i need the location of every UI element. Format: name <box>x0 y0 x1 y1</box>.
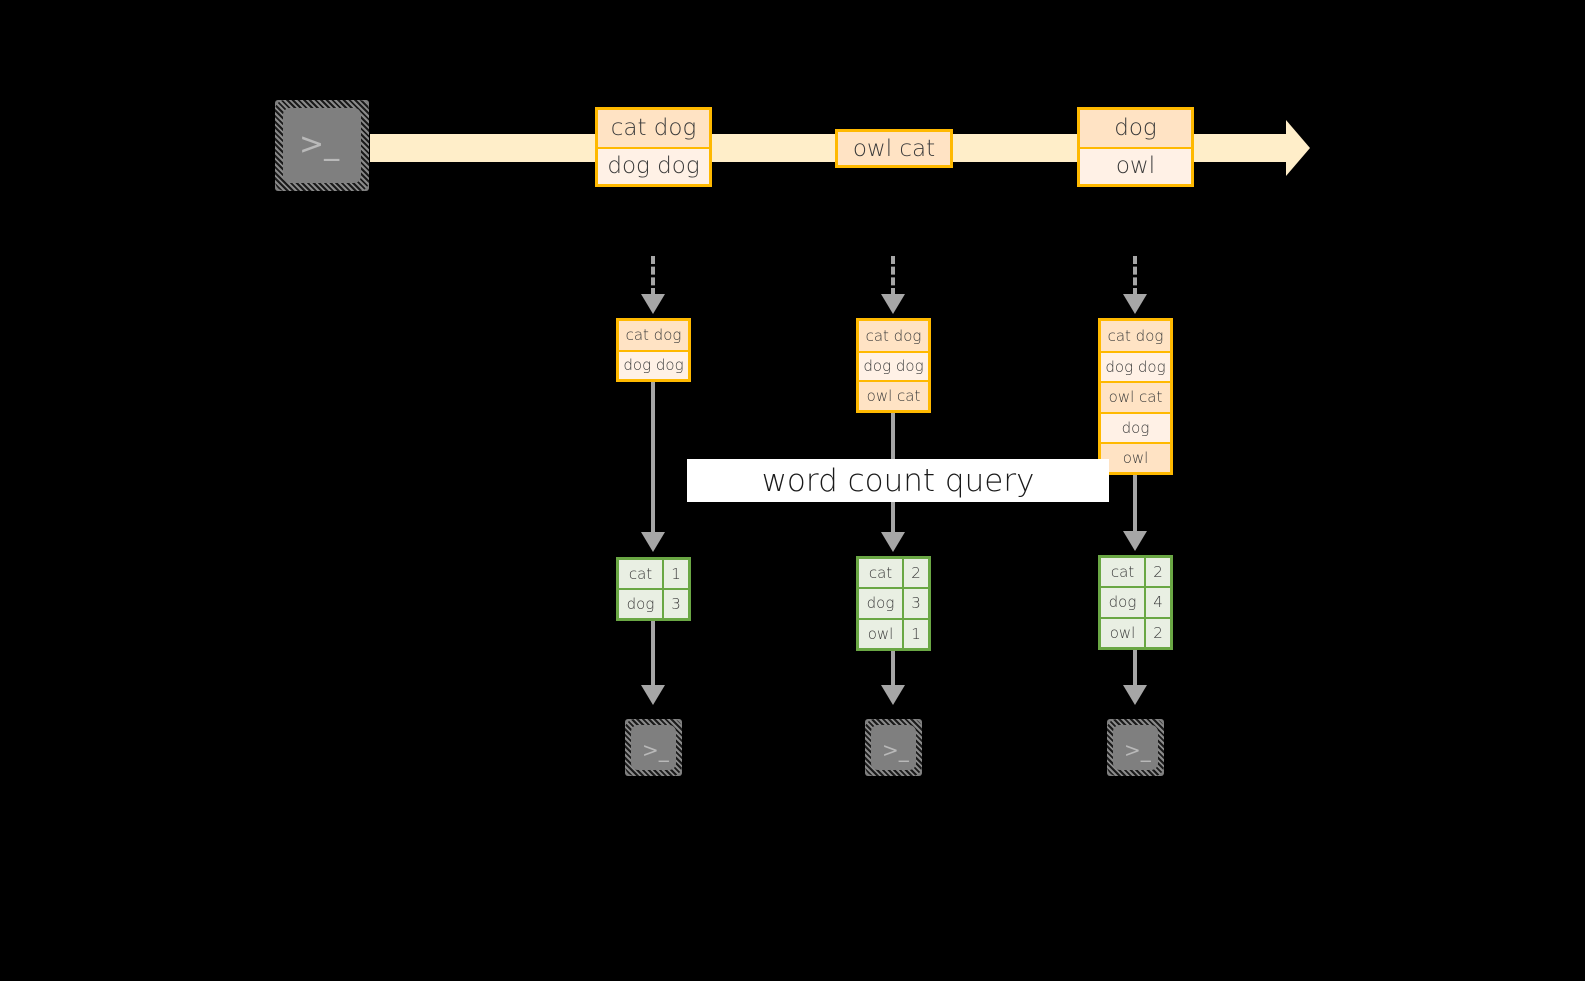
result-count: 4 <box>1146 588 1170 617</box>
buffer-row: cat dog <box>619 321 688 350</box>
result-word: cat <box>619 560 662 588</box>
snapshot-2-query-arrowhead <box>881 532 905 552</box>
terminal-screen: >_ <box>631 725 676 770</box>
stream-record-cell: owl <box>1080 146 1191 184</box>
snapshot-3-sink-arrowhead <box>1123 685 1147 705</box>
stream-record-cell: dog dog <box>598 146 709 184</box>
result-row: dog 3 <box>859 589 928 618</box>
stream-arrow-head <box>1286 120 1310 176</box>
snapshot-1-buffer: cat dog dog dog <box>616 318 691 382</box>
result-row: cat 1 <box>619 560 688 588</box>
result-count: 2 <box>1146 558 1170 587</box>
buffer-row: cat dog <box>859 321 928 351</box>
result-count: 1 <box>904 619 928 648</box>
snapshot-3-tap-line <box>1133 256 1137 296</box>
terminal-screen: >_ <box>871 725 916 770</box>
snapshot-2-sink-line <box>891 651 895 687</box>
result-count: 3 <box>904 589 928 618</box>
snapshot-1-sink-line <box>651 621 655 687</box>
result-word: dog <box>1101 588 1144 617</box>
snapshot-2-sink-terminal-icon: >_ <box>858 712 929 783</box>
result-row: owl 1 <box>859 619 928 648</box>
buffer-row: dog dog <box>619 349 688 379</box>
result-word: cat <box>859 559 902 588</box>
stream-record-group-3: dog owl <box>1077 107 1194 187</box>
snapshot-3-tap-arrowhead <box>1123 294 1147 314</box>
result-count: 2 <box>904 559 928 588</box>
snapshot-1-sink-terminal-icon: >_ <box>618 712 689 783</box>
result-word: owl <box>859 619 902 648</box>
snapshot-1-query-arrowhead <box>641 532 665 552</box>
buffer-row: owl <box>1101 441 1170 472</box>
snapshot-3-result-table: cat 2 dog 4 owl 2 <box>1098 555 1173 650</box>
result-row: dog 4 <box>1101 588 1170 617</box>
query-label: word count query <box>687 459 1109 502</box>
snapshot-1-sink-arrowhead <box>641 685 665 705</box>
source-terminal-icon: >_ <box>268 93 376 198</box>
snapshot-1-result-table: cat 1 dog 3 <box>616 557 691 621</box>
terminal-prompt-glyph: >_ <box>299 127 340 162</box>
result-word: dog <box>859 589 902 618</box>
stream-record-cell: owl cat <box>838 132 950 165</box>
buffer-row: owl cat <box>1101 381 1170 412</box>
buffer-row: cat dog <box>1101 321 1170 352</box>
snapshot-2-buffer: cat dog dog dog owl cat <box>856 318 931 413</box>
buffer-row: dog <box>1101 411 1170 442</box>
snapshot-1-tap-arrowhead <box>641 294 665 314</box>
result-row: cat 2 <box>859 559 928 588</box>
result-count: 2 <box>1146 618 1170 647</box>
snapshot-2-tap-arrowhead <box>881 294 905 314</box>
snapshot-1-query-line <box>651 382 655 534</box>
terminal-prompt-glyph: >_ <box>1124 738 1151 762</box>
terminal-screen: >_ <box>283 108 361 183</box>
terminal-screen: >_ <box>1113 725 1158 770</box>
result-word: owl <box>1101 618 1144 647</box>
result-row: dog 3 <box>619 590 688 618</box>
terminal-prompt-glyph: >_ <box>882 738 909 762</box>
result-count: 1 <box>664 560 688 588</box>
snapshot-3-sink-line <box>1133 650 1137 687</box>
buffer-row: owl cat <box>859 380 928 411</box>
snapshot-3-sink-terminal-icon: >_ <box>1100 712 1171 783</box>
result-row: owl 2 <box>1101 618 1170 647</box>
stream-record-group-2: owl cat <box>835 129 953 168</box>
snapshot-2-sink-arrowhead <box>881 685 905 705</box>
snapshot-1-tap-line <box>651 256 655 296</box>
buffer-row: dog dog <box>859 350 928 381</box>
stream-record-cell: cat dog <box>598 110 709 147</box>
stream-record-group-1: cat dog dog dog <box>595 107 712 187</box>
snapshot-2-result-table: cat 2 dog 3 owl 1 <box>856 556 931 651</box>
terminal-prompt-glyph: >_ <box>642 738 669 762</box>
snapshot-3-query-arrowhead <box>1123 531 1147 551</box>
result-word: cat <box>1101 558 1144 587</box>
snapshot-3-buffer: cat dog dog dog owl cat dog owl <box>1098 318 1173 475</box>
result-word: dog <box>619 590 662 618</box>
snapshot-2-tap-line <box>891 256 895 296</box>
buffer-row: dog dog <box>1101 351 1170 382</box>
result-row: cat 2 <box>1101 558 1170 587</box>
result-count: 3 <box>664 590 688 618</box>
snapshot-3-query-line <box>1133 475 1137 533</box>
stream-record-cell: dog <box>1080 110 1191 147</box>
